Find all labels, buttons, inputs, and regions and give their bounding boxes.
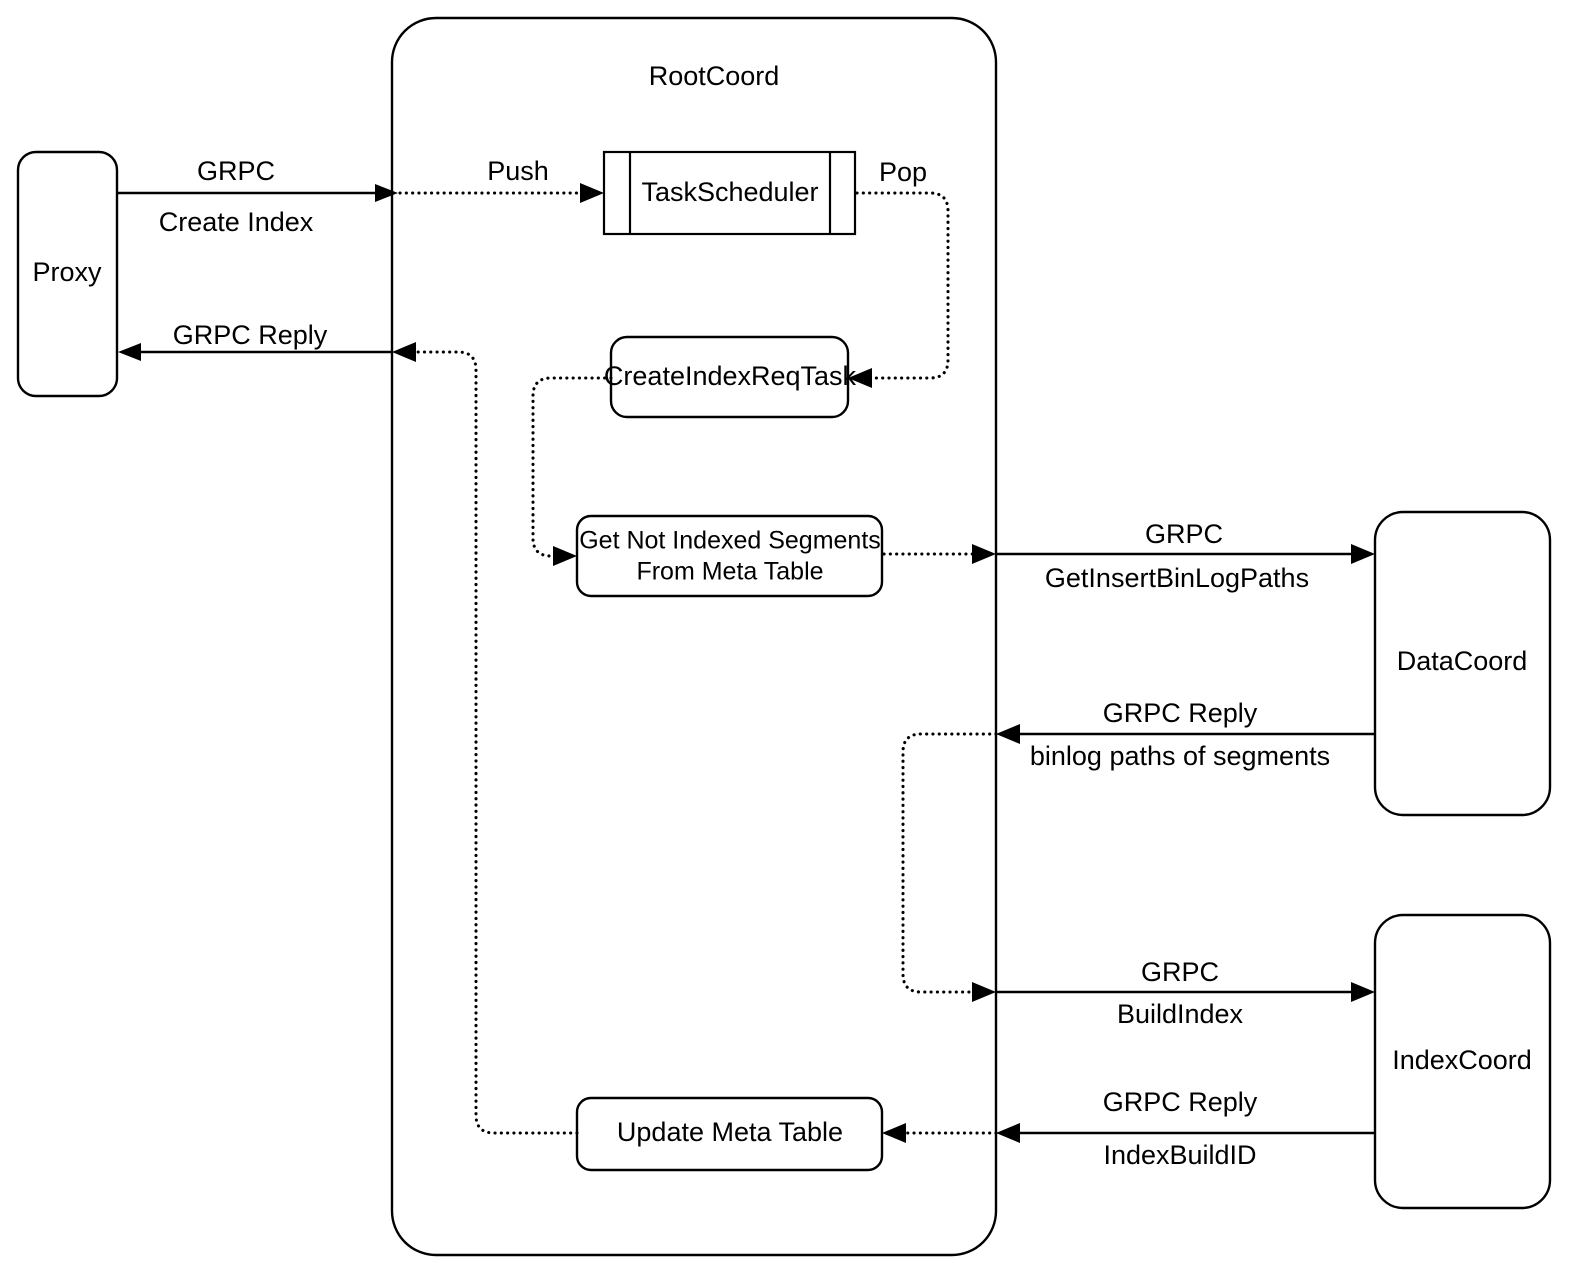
edge-pop: Pop [848,157,950,388]
proxy-label: Proxy [32,257,102,287]
edge-boundary-to-update-meta [882,1123,998,1143]
node-indexcoord[interactable]: IndexCoord [1373,913,1552,1210]
edge-label-grpc-reply-binlog-2: binlog paths of segments [1030,741,1330,771]
edge-label-grpc-buildindex-2: BuildIndex [1117,999,1244,1029]
indexcoord-label: IndexCoord [1392,1045,1532,1075]
edge-label-push: Push [487,156,549,186]
node-get-not-indexed-segments[interactable]: Get Not Indexed Segments From Meta Table [575,514,884,598]
indexcoord-box[interactable] [1373,913,1552,1210]
indexcoord-to-rootcoord-arrowhead [996,1123,1020,1143]
edge-task-to-get-segments [531,376,613,566]
edge-label-grpc-getinsertbinlogpaths-1: GRPC [1145,519,1223,549]
edge-label-grpc-create-index-1: GRPC [197,156,275,186]
edge-label-grpc-create-index-2: Create Index [159,207,314,237]
get-segments-to-boundary-arrowhead [972,544,996,564]
node-datacoord[interactable]: DataCoord [1373,510,1552,817]
edge-label-grpc-buildindex-1: GRPC [1141,957,1219,987]
node-create-index-req-task[interactable]: CreateIndexReqTask [604,335,857,419]
get-not-indexed-segments-box[interactable] [575,514,884,598]
node-task-scheduler[interactable]: TaskScheduler [602,150,857,236]
edge-get-segments-to-boundary [882,544,996,564]
edge-proxy-to-rootcoord: GRPC Create Index [118,156,398,237]
edge-rootcoord-to-datacoord: GRPC GetInsertBinLogPaths [996,519,1375,593]
edge-binlog-to-buildindex [901,732,998,1002]
update-meta-to-proxy-reply-line [408,350,579,1135]
datacoord-box[interactable] [1373,510,1552,817]
container-rootcoord: RootCoord [390,16,998,1257]
rootcoord-title: RootCoord [649,61,780,91]
update-meta-to-proxy-reply-arrowhead [392,342,416,362]
datacoord-label: DataCoord [1397,646,1528,676]
rootcoord-boundary [390,16,998,1257]
edge-push: Push [398,156,604,203]
node-proxy[interactable]: Proxy [16,150,119,398]
edge-indexcoord-to-rootcoord: GRPC Reply IndexBuildID [996,1087,1375,1170]
edge-label-grpc-getinsertbinlogpaths-2: GetInsertBinLogPaths [1045,563,1309,593]
get-not-indexed-segments-label-line2: From Meta Table [636,558,823,586]
datacoord-to-rootcoord-arrowhead [996,724,1020,744]
edge-label-pop: Pop [879,157,927,187]
edge-label-grpc-reply-proxy: GRPC Reply [173,320,328,350]
edge-update-meta-to-proxy-reply [392,342,579,1135]
edge-datacoord-to-rootcoord: GRPC Reply binlog paths of segments [996,698,1375,771]
binlog-to-buildindex-line [901,732,998,994]
proxy-to-rootcoord-arrowhead [375,184,398,202]
edge-label-grpc-reply-indexbuildid-2: IndexBuildID [1103,1140,1256,1170]
boundary-to-update-meta-arrowhead [882,1123,906,1143]
pop-arrowhead [848,368,872,388]
pop-line [855,191,950,380]
task-scheduler-box[interactable] [602,150,857,236]
update-meta-table-label: Update Meta Table [617,1117,843,1147]
edge-label-grpc-reply-indexbuildid-1: GRPC Reply [1103,1087,1258,1117]
rootcoord-to-indexcoord-arrowhead [1351,982,1375,1002]
node-update-meta-table[interactable]: Update Meta Table [575,1096,884,1172]
rootcoord-to-datacoord-arrowhead [1351,544,1375,564]
get-not-indexed-segments-label-line1: Get Not Indexed Segments [579,527,881,555]
binlog-to-buildindex-arrowhead [972,982,996,1002]
task-scheduler-label: TaskScheduler [641,177,818,207]
proxy-box[interactable] [16,150,119,398]
task-to-get-segments-line [531,376,613,558]
edge-rootcoord-to-proxy: GRPC Reply [118,320,392,361]
task-to-get-segments-arrowhead [553,546,577,566]
rootcoord-to-proxy-arrowhead [118,343,141,361]
edge-label-grpc-reply-binlog-1: GRPC Reply [1103,698,1258,728]
edge-rootcoord-to-indexcoord: GRPC BuildIndex [996,957,1375,1029]
create-index-req-task-label: CreateIndexReqTask [604,361,857,391]
push-arrowhead [580,183,604,203]
